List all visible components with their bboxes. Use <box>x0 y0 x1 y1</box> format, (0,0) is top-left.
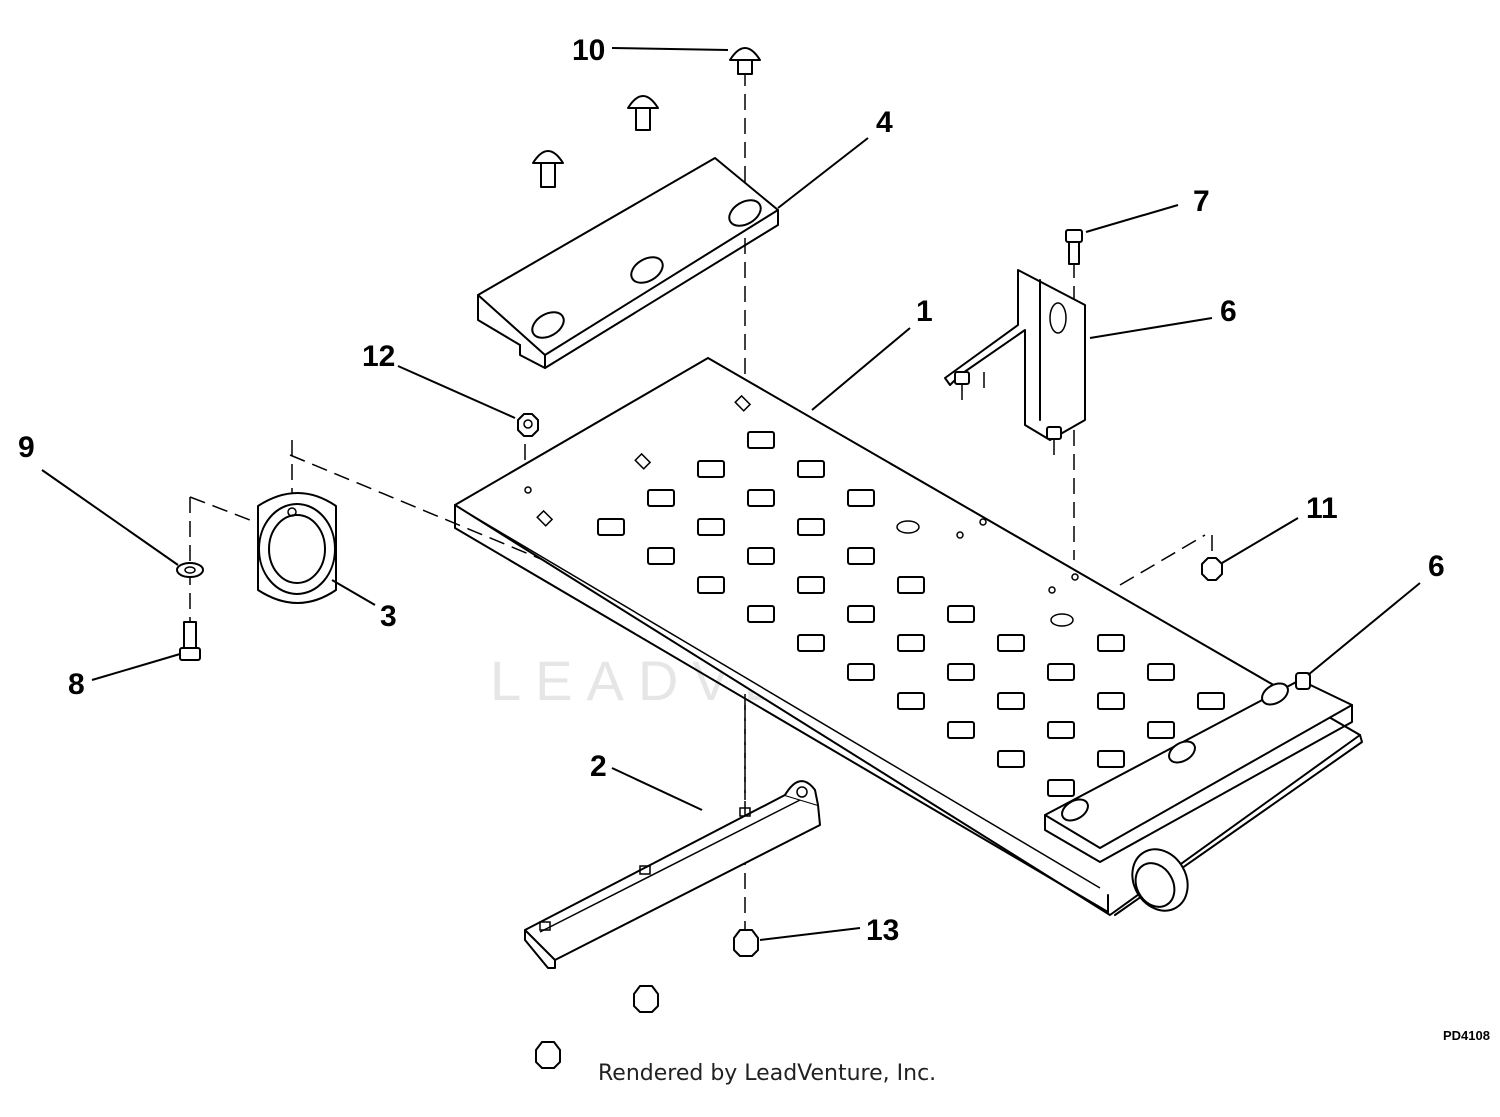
nuts-part-13 <box>535 929 759 1069</box>
callout-2: 2 <box>590 750 607 783</box>
step-plate-part-1 <box>454 357 1363 916</box>
callout-12: 12 <box>362 340 395 373</box>
mount-bracket-part-6 <box>944 269 1086 455</box>
callout-6-lower: 6 <box>1428 550 1445 583</box>
callout-11: 11 <box>1306 492 1338 525</box>
nut-part-12 <box>517 413 539 437</box>
bolt-part-7 <box>1065 229 1083 265</box>
washer-part-9 <box>176 562 204 578</box>
spacer-part-3 <box>257 492 337 604</box>
traction-slots <box>597 431 1225 797</box>
render-credit: Rendered by LeadVenture, Inc. <box>598 1061 936 1086</box>
callout-6-upper: 6 <box>1220 295 1237 328</box>
callout-8: 8 <box>68 668 85 701</box>
carriage-bolts-part-10 <box>532 47 761 188</box>
callout-4: 4 <box>876 106 893 139</box>
callout-13: 13 <box>866 914 899 947</box>
channel-bracket-part-4 <box>477 157 779 369</box>
callout-labels: 10 4 1 7 6 12 9 3 8 11 6 2 13 <box>18 34 1445 947</box>
drawing-code: PD4108 <box>1443 1028 1490 1043</box>
callout-1: 1 <box>916 295 933 328</box>
bolt-part-8 <box>179 621 201 661</box>
callout-10: 10 <box>572 34 605 67</box>
nut-part-11 <box>1201 557 1223 581</box>
callout-9: 9 <box>18 431 35 464</box>
callout-7: 7 <box>1193 185 1210 218</box>
lower-bracket-part-2 <box>524 780 821 969</box>
callout-3: 3 <box>380 600 397 633</box>
leader-lines <box>41 47 1421 941</box>
